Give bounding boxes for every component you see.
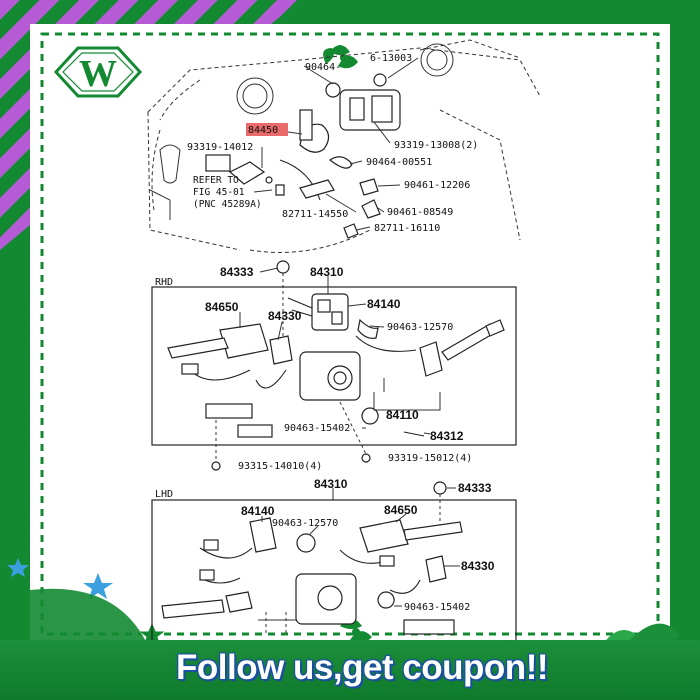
part-label: 93319-14012 xyxy=(187,142,253,153)
gauge-rings xyxy=(149,43,454,220)
logo-letter: W xyxy=(79,53,117,95)
part-label-highlighted: 84450 xyxy=(248,125,278,136)
part-label: 84310 xyxy=(310,265,344,279)
promo-banner-text[interactable]: Follow us,get coupon!! xyxy=(176,648,549,687)
part-label: 84333 xyxy=(220,265,254,279)
logo-badge-icon: W xyxy=(53,46,143,98)
part-label: 84310 xyxy=(314,477,348,491)
part-label: 84140 xyxy=(241,504,275,518)
lhd-section: LHD 84310 84333 8414 xyxy=(151,477,517,647)
part-label: 90464-00551 xyxy=(366,157,432,168)
part-label: 93319-13008(2) xyxy=(394,140,478,151)
part-label: 90463-12570 xyxy=(387,322,453,333)
refer-note-line: REFER TO xyxy=(193,175,239,186)
part-label: 84312 xyxy=(430,429,464,443)
label-highlight xyxy=(246,123,288,136)
part-label: 84330 xyxy=(268,309,302,323)
section-label-lhd: LHD xyxy=(155,489,173,500)
top-part-labels: 90464- 6-13003 84450 93319-14012 93319-1… xyxy=(187,53,478,234)
promo-banner xyxy=(0,640,700,700)
refer-note-line: FIG 45-01 xyxy=(193,187,245,198)
part-label: 6-13003 xyxy=(370,53,412,64)
part-label: 90463-15402 xyxy=(404,602,470,613)
part-label: 90461-08549 xyxy=(387,207,453,218)
part-label: 82711-16110 xyxy=(374,223,440,234)
part-label: 84110 xyxy=(386,408,419,422)
ignition-assembly xyxy=(205,73,401,239)
part-label: 84330 xyxy=(461,559,495,573)
part-label: 84140 xyxy=(367,297,401,311)
refer-note-line: (PNC 45289A) xyxy=(193,199,262,210)
part-label: 93319-15012(4) xyxy=(388,453,472,464)
part-label: 84333 xyxy=(458,481,492,495)
part-label: 90464- xyxy=(305,62,341,73)
part-label: 84650 xyxy=(384,503,418,517)
section-label-rhd: RHD xyxy=(155,277,173,288)
dashboard-outline xyxy=(147,39,541,253)
part-label: 84650 xyxy=(205,300,239,314)
top-leader-lines xyxy=(253,57,419,231)
corner-swoosh xyxy=(30,588,150,650)
rhd-section: RHD xyxy=(151,260,517,472)
part-label: 93315-14010(4) xyxy=(238,461,322,472)
part-label: 82711-14550 xyxy=(282,209,348,220)
part-label: 90461-12206 xyxy=(404,180,470,191)
part-label: 90463-15402 xyxy=(284,423,350,434)
part-label: 90463-12570 xyxy=(272,518,338,529)
